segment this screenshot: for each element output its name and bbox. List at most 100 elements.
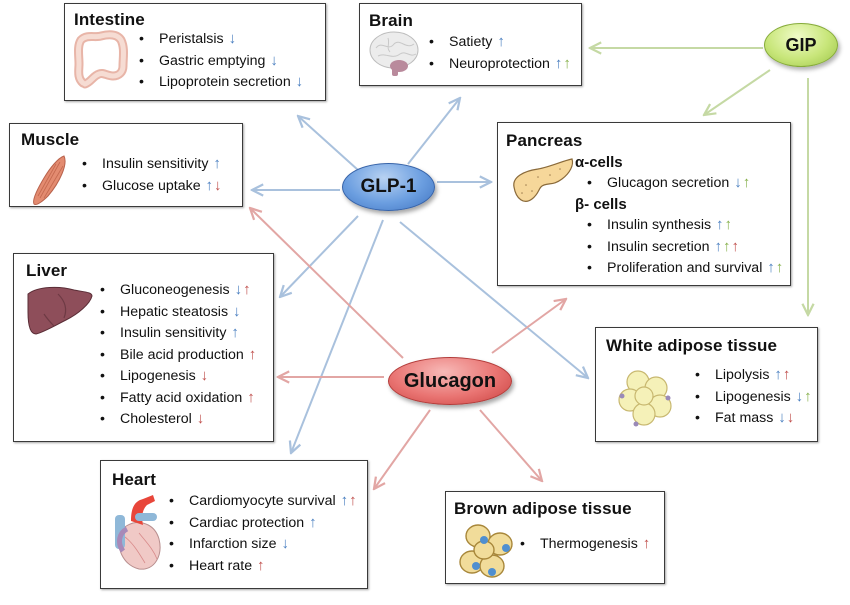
arrow-up-blue-icon: ↑ xyxy=(716,216,724,233)
effect-item: Gluconeogenesis ↓↑ xyxy=(98,280,256,302)
arrow-down-red-icon: ↓ xyxy=(196,410,205,427)
arrow-up-blue-icon: ↑ xyxy=(714,237,722,255)
effect-item: Hepatic steatosis ↓ xyxy=(98,302,256,324)
brown-adipose-box: Brown adipose tissue Thermogenesis ↑ xyxy=(445,491,665,584)
effect-label: Lipoprotein secretion xyxy=(159,74,295,90)
effect-item: Infarction size ↓ xyxy=(167,534,357,556)
beta-cells-label: β- cells xyxy=(575,196,627,213)
effect-item: Fat mass ↓↓ xyxy=(693,408,812,430)
glucagon-label: Glucagon xyxy=(403,369,497,392)
muscle-title: Muscle xyxy=(21,130,80,149)
arrow-up-green-icon: ↑ xyxy=(722,237,731,255)
effect-item: Neuroprotection ↑↑ xyxy=(427,54,571,76)
effect-label: Infarction size xyxy=(189,536,281,552)
effect-label: Insulin synthesis xyxy=(607,217,716,233)
liver-icon xyxy=(27,286,93,335)
effect-label: Cardiac protection xyxy=(189,514,309,531)
effect-item: Insulin synthesis ↑↑ xyxy=(585,215,783,237)
effect-item: Lipoprotein secretion ↓ xyxy=(137,72,303,94)
effect-label: Lipogenesis xyxy=(715,388,795,405)
intestine-effects-list: Peristalsis ↓Gastric emptying ↓Lipoprote… xyxy=(137,29,303,94)
arrow-glucagon-to-muscle xyxy=(250,208,404,359)
arrow-up-red-icon: ↑ xyxy=(782,366,791,383)
muscle-effects-list: Insulin sensitivity ↑Glucose uptake ↑↓ xyxy=(80,154,222,197)
arrow-up-red-icon: ↑ xyxy=(642,535,651,552)
arrow-up-red-icon: ↑ xyxy=(243,281,251,298)
effect-item: Insulin secretion ↑↑↑ xyxy=(585,237,783,259)
arrow-up-blue-icon: ↑ xyxy=(340,492,349,509)
arrow-up-red-icon: ↑ xyxy=(248,345,257,363)
white-adipose-cells-icon xyxy=(618,370,672,427)
arrow-up-blue-icon: ↑ xyxy=(497,33,505,50)
arrow-gip-to-pancreas xyxy=(704,69,771,115)
heart-box: Heart Cardiomyocyte survival ↑↑Cardiac p… xyxy=(100,460,368,589)
arrow-up-blue-icon: ↑ xyxy=(554,54,563,72)
effect-label: Fat mass xyxy=(715,410,778,426)
effect-item: Cardiac protection ↑ xyxy=(167,513,357,535)
brown-adipose-effects-list: Thermogenesis ↑ xyxy=(518,534,650,556)
arrow-glucagon-to-pancreas xyxy=(491,299,566,354)
arrow-down-blue-icon: ↓ xyxy=(228,30,237,47)
effect-item: Bile acid production ↑ xyxy=(98,345,256,367)
effect-item: Proliferation and survival ↑↑ xyxy=(585,258,783,280)
intestine-title: Intestine xyxy=(74,10,145,29)
effect-item: Heart rate ↑ xyxy=(167,556,357,578)
arrow-down-blue-icon: ↓ xyxy=(778,409,786,426)
brain-title: Brain xyxy=(369,11,413,30)
effect-item: Thermogenesis ↑ xyxy=(518,534,650,556)
arrow-up-red-icon: ↑ xyxy=(257,556,265,574)
effect-item: Fatty acid oxidation ↑ xyxy=(98,388,256,410)
effect-label: Insulin sensitivity xyxy=(102,156,213,172)
arrow-down-blue-icon: ↓ xyxy=(232,302,241,320)
brown-adipose-cells-icon xyxy=(459,524,513,578)
white-adipose-box: White adipose tissue Lipolysis ↑↑Lipogen… xyxy=(595,327,818,442)
pancreas-box: Pancreas α-cells Glucagon secretion ↓↑ β… xyxy=(497,122,791,286)
arrow-up-green-icon: ↑ xyxy=(804,387,812,405)
effect-label: Gastric emptying xyxy=(159,52,270,69)
heart-title: Heart xyxy=(112,470,156,489)
pancreas-icon xyxy=(513,158,574,202)
effect-label: Hepatic steatosis xyxy=(120,303,232,320)
effect-item: Gastric emptying ↓ xyxy=(137,51,303,73)
effect-label: Glucagon secretion xyxy=(607,175,734,191)
effect-label: Proliferation and survival xyxy=(607,260,767,276)
arrow-up-blue-icon: ↑ xyxy=(767,259,775,276)
white-adipose-effects-list: Lipolysis ↑↑Lipogenesis ↓↑Fat mass ↓↓ xyxy=(693,365,812,430)
pancreas-title: Pancreas xyxy=(506,131,583,150)
brown-adipose-title: Brown adipose tissue xyxy=(454,499,632,518)
arrow-up-red-icon: ↑ xyxy=(247,388,255,406)
arrow-down-blue-icon: ↓ xyxy=(281,535,289,552)
arrow-glp1-to-brain xyxy=(407,98,460,165)
effect-item: Cardiomyocyte survival ↑↑ xyxy=(167,491,357,513)
effect-item: Cholesterol ↓ xyxy=(98,409,256,431)
arrow-up-green-icon: ↑ xyxy=(775,259,784,276)
arrow-up-red-icon: ↑ xyxy=(349,492,357,509)
arrow-up-blue-icon: ↑ xyxy=(205,176,214,194)
brain-icon xyxy=(369,31,419,76)
gip-label: GIP xyxy=(785,34,817,55)
beta-cells-effects-list: Insulin synthesis ↑↑Insulin secretion ↑↑… xyxy=(585,215,783,280)
effect-label: Bile acid production xyxy=(120,346,248,363)
heart-effects-list: Cardiomyocyte survival ↑↑Cardiac protect… xyxy=(167,491,357,577)
intestine-box: Intestine Peristalsis ↓Gastric emptying … xyxy=(64,3,326,101)
effect-label: Lipogenesis xyxy=(120,368,200,384)
glucagon-node: Glucagon xyxy=(388,357,512,405)
brain-effects-list: Satiety ↑Neuroprotection ↑↑ xyxy=(427,32,571,75)
arrow-up-red-icon: ↑ xyxy=(731,237,739,255)
arrow-up-blue-icon: ↑ xyxy=(231,324,239,341)
arrow-up-green-icon: ↑ xyxy=(742,174,751,191)
arrow-down-blue-icon: ↓ xyxy=(270,51,278,69)
arrow-up-blue-icon: ↑ xyxy=(213,155,221,172)
arrow-down-blue-icon: ↓ xyxy=(734,174,742,191)
arrow-down-red-icon: ↓ xyxy=(786,409,795,426)
effect-item: Satiety ↑ xyxy=(427,32,571,54)
arrow-glucagon-to-heart xyxy=(374,409,431,489)
effect-item: Lipogenesis ↓ xyxy=(98,366,256,388)
glp1-node: GLP-1 xyxy=(342,163,435,211)
effect-label: Peristalsis xyxy=(159,31,228,47)
effect-label: Insulin sensitivity xyxy=(120,325,231,341)
effect-item: Insulin sensitivity ↑ xyxy=(80,154,222,176)
arrow-up-blue-icon: ↑ xyxy=(774,366,782,383)
arrow-up-blue-icon: ↑ xyxy=(309,513,317,531)
